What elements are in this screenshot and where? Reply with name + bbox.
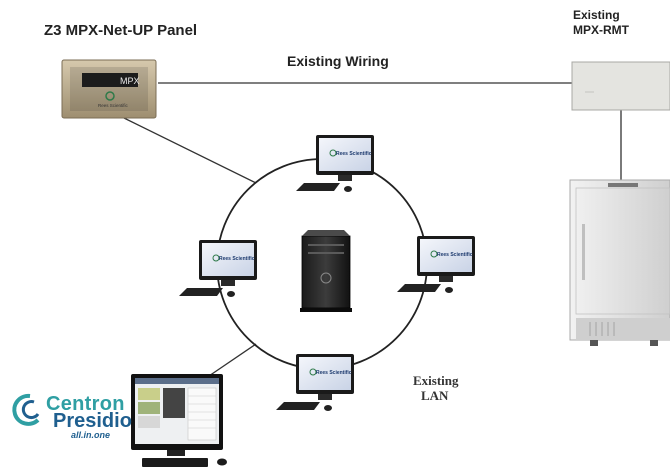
centron-presidio-workstation (131, 374, 227, 467)
mpx-rmt-label-line1: Existing (573, 8, 620, 22)
mpx-rmt-label: Existing MPX-RMT (573, 8, 629, 38)
panel-brand: Rees Scientific (98, 103, 129, 108)
workstation-brand: Rees Scientific (437, 252, 473, 258)
workstation-bottom: Rees Scientific (276, 354, 354, 411)
server-tower (300, 230, 352, 312)
freezer-unit (569, 179, 670, 346)
logo-presidio: Presidio (53, 410, 132, 432)
workstation-brand: Rees Scientific (219, 256, 255, 262)
workstation-brand: Rees Scientific (336, 151, 372, 157)
workstation-left: Rees Scientific (179, 240, 257, 297)
lan-label: Existing LAN (413, 373, 459, 403)
panel-title: Z3 MPX-Net-UP Panel (44, 22, 198, 39)
workstation-right: Rees Scientific (397, 236, 475, 293)
centron-logo-mark (12, 393, 40, 426)
mpx-rmt-box (571, 61, 670, 111)
panel-screen-text: MPX (120, 76, 140, 86)
logo-centron: Centron (46, 393, 125, 415)
panel-to-lan-line (123, 117, 257, 184)
lan-label-line2: LAN (421, 388, 449, 403)
workstation-top: Rees Scientific (296, 135, 374, 192)
logo-tagline: all.in.one (71, 430, 111, 440)
mpx-rmt-label-line2: MPX-RMT (573, 23, 629, 37)
lan-label-line1: Existing (413, 373, 459, 388)
existing-wiring-label: Existing Wiring (287, 53, 389, 69)
workstation-brand: Rees Scientific (316, 370, 352, 376)
mpx-net-up-panel: MPX Rees Scientific (61, 59, 157, 119)
lan-to-centron-line (205, 343, 257, 379)
